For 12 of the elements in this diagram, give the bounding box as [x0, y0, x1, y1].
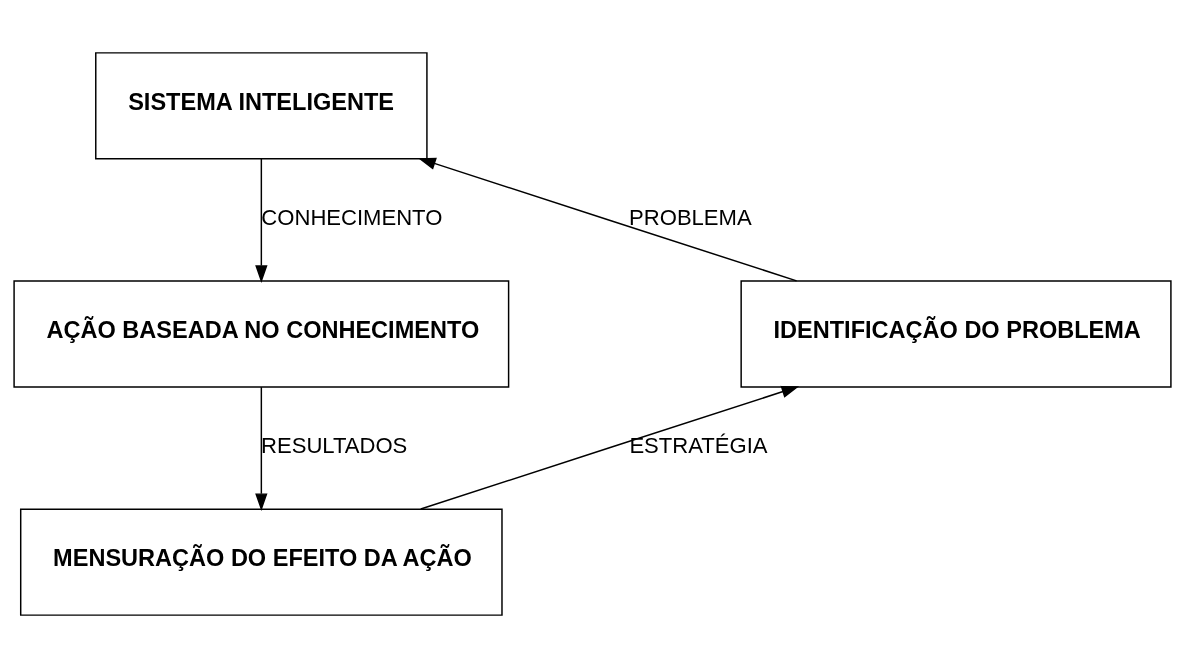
arrow — [255, 158, 268, 283]
arrow — [418, 157, 798, 282]
node-box: MENSURAÇÃO DO EFEITO DA AÇÃO — [19, 508, 503, 616]
edge-label: RESULTADOS — [261, 433, 408, 459]
edge-label: CONHECIMENTO — [261, 205, 443, 231]
arrow — [420, 385, 800, 510]
node-box: IDENTIFICAÇÃO DO PROBLEMA — [740, 280, 1172, 388]
edge-label: PROBLEMA — [629, 205, 752, 231]
node-box: SISTEMA INTELIGENTE — [95, 52, 428, 160]
node-box: AÇÃO BASEADA NO CONHECIMENTO — [13, 280, 510, 388]
edge-label: ESTRATÉGIA — [629, 433, 768, 459]
arrow — [255, 386, 268, 512]
